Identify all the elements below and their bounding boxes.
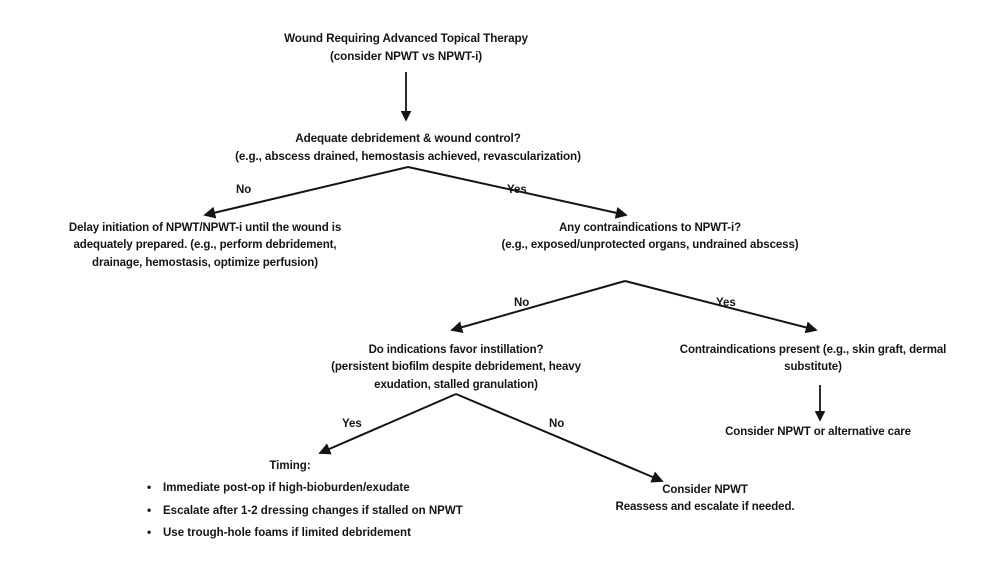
node-consider-npwt-line2: Reassess and escalate if needed. — [615, 501, 795, 514]
node-indications-line1: Do indications favor instillation? — [368, 344, 544, 356]
list-item: • Immediate post-op if high-bioburden/ex… — [147, 481, 463, 495]
node-consider-npwt: Consider NPWT Reassess and escalate if n… — [540, 482, 870, 517]
list-item-label: Immediate post-op if high-bioburden/exud… — [163, 482, 410, 494]
list-item: • Escalate after 1-2 dressing changes if… — [147, 504, 463, 518]
node-indications-line2: (persistent biofilm despite debridement,… — [331, 361, 581, 374]
edge-label-contraindications-no: No — [514, 297, 530, 309]
connector-instillation-yes — [318, 393, 457, 455]
node-indications-favor-instillation: Do indications favor instillation? (pers… — [286, 342, 626, 394]
node-root: Wound Requiring Advanced Topical Therapy… — [206, 30, 606, 66]
edge-label-instillation-yes: Yes — [342, 418, 362, 430]
node-consider-npwt-line1: Consider NPWT — [662, 484, 748, 496]
edge-label-contraindications-yes: Yes — [716, 297, 736, 309]
node-consider-npwt-alternative-line1: Consider NPWT or alternative care — [725, 426, 911, 438]
bullet-icon: • — [147, 502, 152, 517]
bullet-icon: • — [147, 525, 152, 539]
edge-label-debridement-no: No — [236, 184, 252, 196]
list-item-label: Escalate after 1-2 dressing changes if s… — [163, 504, 463, 517]
edge-label-instillation-no: No — [549, 418, 565, 430]
node-adequate-debridement-line2: (e.g., abscess drained, hemostasis achie… — [235, 149, 581, 163]
node-delay-initiation-line3: drainage, hemostasis, optimize perfusion… — [92, 256, 318, 269]
node-root-line1: Wound Requiring Advanced Topical Therapy — [284, 32, 528, 45]
node-delay-initiation: Delay initiation of NPWT/NPWT-i until th… — [20, 220, 390, 272]
connector-instillation-no — [455, 393, 664, 483]
node-delay-initiation-line1: Delay initiation of NPWT/NPWT-i until th… — [68, 222, 342, 234]
timing-bullet-list: • Immediate post-op if high-bioburden/ex… — [147, 481, 463, 549]
node-any-contraindications-line1: Any contraindications to NPWT-i? — [558, 222, 742, 234]
node-adequate-debridement: Adequate debridement & wound control? (e… — [158, 130, 658, 166]
list-item: • Use trough-hole foams if limited debri… — [147, 526, 463, 540]
node-consider-npwt-alternative: Consider NPWT or alternative care — [650, 424, 986, 441]
node-any-contraindications: Any contraindications to NPWT-i? (e.g., … — [440, 220, 860, 255]
node-adequate-debridement-line1: Adequate debridement & wound control? — [295, 132, 521, 145]
node-contraindications-present-line1: Contraindications present (e.g., skin gr… — [679, 344, 947, 356]
node-indications-line3: exudation, stalled granulation) — [374, 378, 538, 391]
edge-label-debridement-yes: Yes — [507, 184, 527, 196]
node-contraindications-present: Contraindications present (e.g., skin gr… — [640, 342, 986, 377]
node-any-contraindications-line2: (e.g., exposed/unprotected organs, undra… — [501, 239, 799, 252]
node-contraindications-present-line2: substitute) — [784, 361, 842, 374]
connector-contraindications-no — [450, 280, 626, 333]
bullet-icon: • — [147, 480, 152, 494]
list-item-label: Use trough-hole foams if limited debride… — [163, 527, 411, 539]
node-root-line2: (consider NPWT vs NPWT-i) — [329, 49, 483, 63]
node-timing-heading: Timing: — [269, 460, 311, 472]
node-delay-initiation-line2: adequately prepared. (e.g., perform debr… — [73, 239, 337, 252]
